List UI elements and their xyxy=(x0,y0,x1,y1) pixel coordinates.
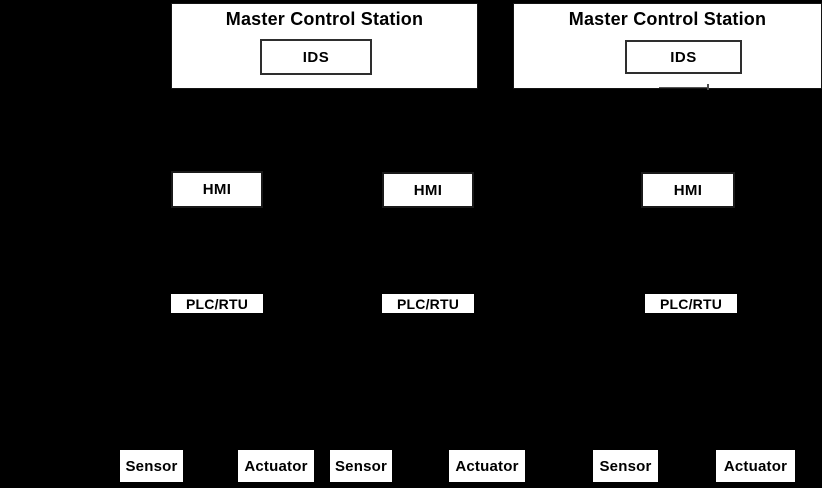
connector-stub-vertical xyxy=(707,84,709,90)
station-title: Master Control Station xyxy=(568,9,767,29)
sensor-box-3: Sensor xyxy=(593,450,658,482)
actuator-box-2: Actuator xyxy=(449,450,525,482)
ids-box-left: IDS xyxy=(260,39,372,75)
hmi-box-1: HMI xyxy=(171,171,263,208)
hmi-label: HMI xyxy=(413,181,443,199)
plc-rtu-box-1: PLC/RTU xyxy=(171,294,263,313)
station-title: Master Control Station xyxy=(225,9,424,29)
plc-rtu-label: PLC/RTU xyxy=(396,295,460,312)
actuator-box-1: Actuator xyxy=(238,450,314,482)
ids-box-right: IDS xyxy=(625,40,742,74)
sensor-label: Sensor xyxy=(599,457,652,475)
sensor-label: Sensor xyxy=(125,457,178,475)
sensor-label: Sensor xyxy=(334,457,388,475)
plc-rtu-label: PLC/RTU xyxy=(659,295,723,312)
actuator-label: Actuator xyxy=(455,457,519,475)
ids-label: IDS xyxy=(302,48,330,66)
actuator-label: Actuator xyxy=(244,457,308,475)
actuator-label: Actuator xyxy=(723,457,788,475)
actuator-box-3: Actuator xyxy=(716,450,795,482)
hmi-box-3: HMI xyxy=(641,172,735,208)
connector-stub-horizontal xyxy=(659,87,709,88)
hmi-label: HMI xyxy=(202,181,232,198)
ids-label: IDS xyxy=(670,48,697,66)
master-control-station-box-right: Master Control Station xyxy=(513,3,822,89)
plc-rtu-label: PLC/RTU xyxy=(185,295,249,312)
hmi-box-2: HMI xyxy=(382,172,474,208)
plc-rtu-box-3: PLC/RTU xyxy=(645,294,737,313)
hmi-label: HMI xyxy=(673,181,703,199)
plc-rtu-box-2: PLC/RTU xyxy=(382,294,474,313)
sensor-box-2: Sensor xyxy=(330,450,392,482)
sensor-box-1: Sensor xyxy=(120,450,183,482)
